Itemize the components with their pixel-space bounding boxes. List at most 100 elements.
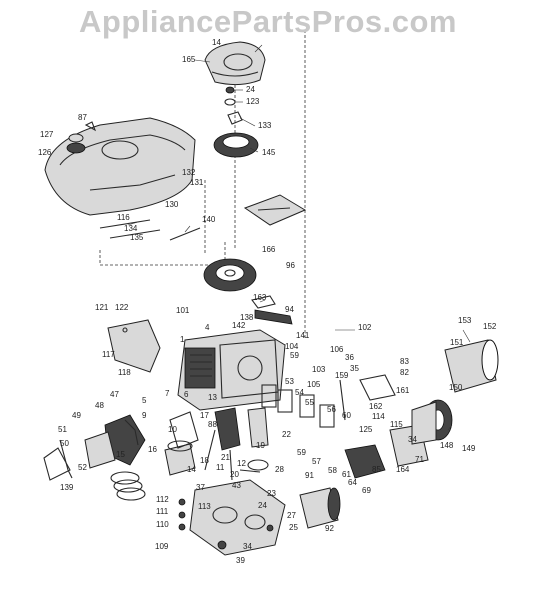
part-number-label: 109 [155, 542, 169, 551]
washer-part [224, 98, 236, 106]
part-number-label: 9 [142, 411, 147, 420]
part-number-label: 142 [232, 321, 246, 330]
part-number-label: 15 [116, 450, 125, 459]
blower-housing-part [204, 41, 266, 86]
governor-gear-part [247, 459, 269, 471]
assembly-line-shroud [99, 240, 226, 266]
air-cleaner-cover-part [444, 339, 499, 393]
part-number-label: 23 [267, 489, 276, 498]
connecting-rod-part [247, 407, 269, 448]
part-number-labels: 1416524123133145871271261321311301161341… [38, 38, 497, 565]
part-number-label: 48 [95, 401, 104, 410]
part-number-label: 151 [450, 338, 464, 347]
part-number-label: 145 [262, 148, 276, 157]
gasket-plate-part [43, 447, 71, 481]
part-number-label: 47 [110, 390, 119, 399]
part-number-label: 122 [115, 303, 129, 312]
part-number-label: 115 [390, 420, 403, 429]
part-number-label: 82 [400, 368, 409, 377]
part-number-label: 10 [168, 425, 177, 434]
part-number-label: 87 [78, 113, 87, 122]
camshaft-part [204, 429, 261, 473]
part-number-label: 50 [60, 439, 69, 448]
part-number-label: 36 [345, 353, 354, 362]
part-number-label: 138 [240, 313, 254, 322]
clip-part [84, 121, 97, 132]
part-number-label: 149 [462, 444, 476, 453]
part-number-label: 39 [236, 556, 245, 565]
crankshaft-part [214, 407, 241, 481]
part-number-label: 34 [243, 542, 252, 551]
cylinder-block-part [177, 329, 286, 411]
part-number-label: 54 [295, 388, 304, 397]
part-number-label: 43 [232, 481, 241, 490]
part-number-label: 165 [182, 55, 196, 64]
part-number-label: 112 [156, 495, 169, 504]
air-filter-part [411, 399, 453, 445]
part-number-label: 121 [95, 303, 109, 312]
part-number-label: 104 [285, 342, 299, 351]
part-number-label: 6 [184, 390, 189, 399]
part-number-label: 24 [258, 501, 267, 510]
part-number-label: 161 [396, 386, 410, 395]
part-number-label: 58 [328, 466, 337, 475]
part-number-label: 71 [415, 455, 424, 464]
part-number-label: 91 [305, 471, 314, 480]
screw-part [169, 227, 201, 241]
part-number-label: 28 [275, 465, 284, 474]
bolt-part [99, 219, 161, 239]
part-number-label: 152 [483, 322, 497, 331]
throttle-linkage-part [339, 374, 396, 421]
part-number-label: 19 [256, 441, 265, 450]
part-number-label: 12 [237, 459, 246, 468]
part-number-label: 37 [196, 483, 205, 492]
part-number-label: 106 [330, 345, 344, 354]
part-number-label: 69 [362, 486, 371, 495]
oil-filter-part [299, 487, 341, 529]
part-number-label: 35 [350, 364, 359, 373]
part-number-label: 96 [286, 261, 295, 270]
part-number-label: 127 [40, 130, 54, 139]
part-number-label: 103 [312, 365, 326, 374]
part-number-label: 59 [290, 351, 299, 360]
part-number-label: 123 [246, 97, 260, 106]
part-number-label: 126 [38, 148, 52, 157]
leader-lines [127, 44, 471, 431]
part-number-label: 60 [342, 411, 351, 420]
piston-rings-part [110, 471, 146, 501]
part-number-label: 117 [102, 350, 115, 359]
crank-case-cover-part [169, 411, 199, 449]
part-number-label: 4 [205, 323, 210, 332]
part-number-label: 164 [396, 465, 410, 474]
breaker-plate-part [84, 431, 116, 469]
drain-plug-part [217, 540, 227, 550]
part-number-label: 110 [156, 520, 169, 529]
part-number-label: 88 [208, 420, 217, 429]
part-number-label: 166 [262, 245, 276, 254]
part-number-label: 57 [312, 457, 321, 466]
part-number-label: 125 [359, 425, 373, 434]
part-number-label: 163 [253, 293, 267, 302]
part-number-label: 59 [297, 448, 306, 457]
part-number-label: 16 [148, 445, 157, 454]
part-number-label: 53 [285, 377, 294, 386]
part-number-label: 114 [372, 412, 385, 421]
part-number-label: 56 [327, 405, 336, 414]
part-number-label: 111 [156, 507, 169, 516]
part-number-label: 131 [190, 178, 204, 187]
part-number-label: 102 [358, 323, 372, 332]
part-number-label: 13 [208, 393, 217, 402]
part-number-label: 132 [182, 168, 196, 177]
part-number-label: 1 [180, 335, 185, 344]
part-number-label: 49 [72, 411, 81, 420]
part-number-label: 11 [216, 463, 225, 472]
part-number-label: 7 [165, 389, 170, 398]
part-number-label: 17 [200, 411, 209, 420]
part-number-label: 162 [369, 402, 383, 411]
part-number-label: 148 [440, 441, 454, 450]
part-number-label: 25 [289, 523, 298, 532]
rotating-screen-part [213, 132, 259, 158]
part-number-label: 34 [408, 435, 417, 444]
part-number-label: 83 [400, 357, 409, 366]
